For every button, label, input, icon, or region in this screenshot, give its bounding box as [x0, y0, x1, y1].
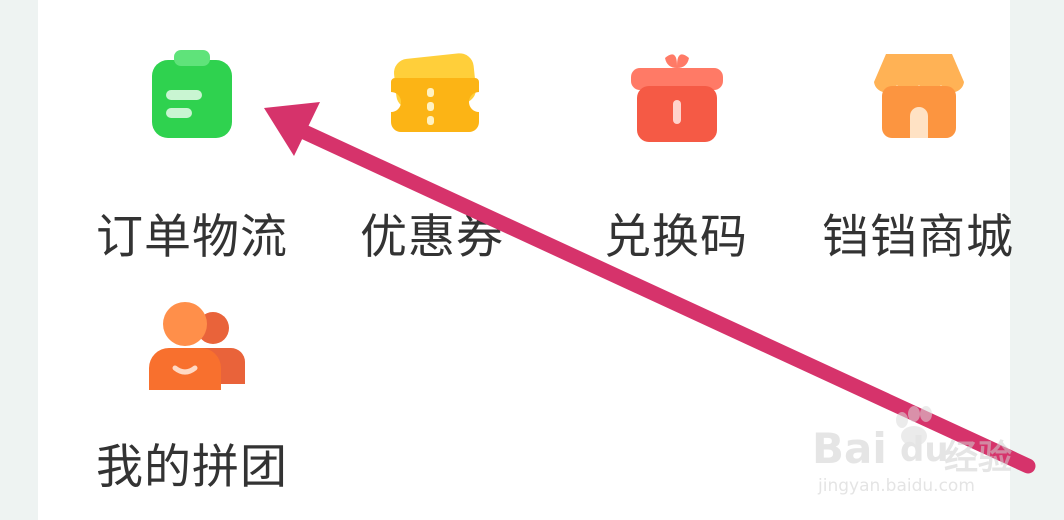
menu-item-coupons[interactable]: 优惠券: [360, 20, 530, 265]
menu-item-group-buy[interactable]: 我的拼团: [96, 284, 291, 514]
coupon-ticket-icon: [391, 53, 479, 132]
watermark-brand-du: du: [900, 430, 949, 470]
menu-item-label: 我的拼团: [96, 440, 288, 495]
group-buy-icon: [149, 302, 245, 390]
menu-item-label: 订单物流: [96, 210, 288, 265]
paw-icon: [896, 406, 932, 446]
menu-item-label: 优惠券: [360, 210, 504, 265]
watermark-brand: Bai: [812, 424, 887, 473]
gift-box-icon: [631, 54, 723, 142]
menu-item-orders[interactable]: 订单物流: [96, 20, 291, 265]
menu-item-label: 兑换码: [604, 210, 748, 265]
menu-item-label: 铛铛商城: [822, 210, 1014, 265]
watermark-suffix: 经验: [944, 438, 1012, 478]
order-clipboard-icon: [152, 50, 232, 138]
menu-item-dangdang-mall[interactable]: 铛铛商城: [822, 20, 1015, 265]
menu-item-redeem-code[interactable]: 兑换码: [600, 20, 770, 265]
store-icon: [874, 54, 964, 138]
baidu-watermark: Bai du 经验 jingyan.baidu.com: [812, 404, 1022, 500]
watermark-url: jingyan.baidu.com: [818, 476, 975, 496]
